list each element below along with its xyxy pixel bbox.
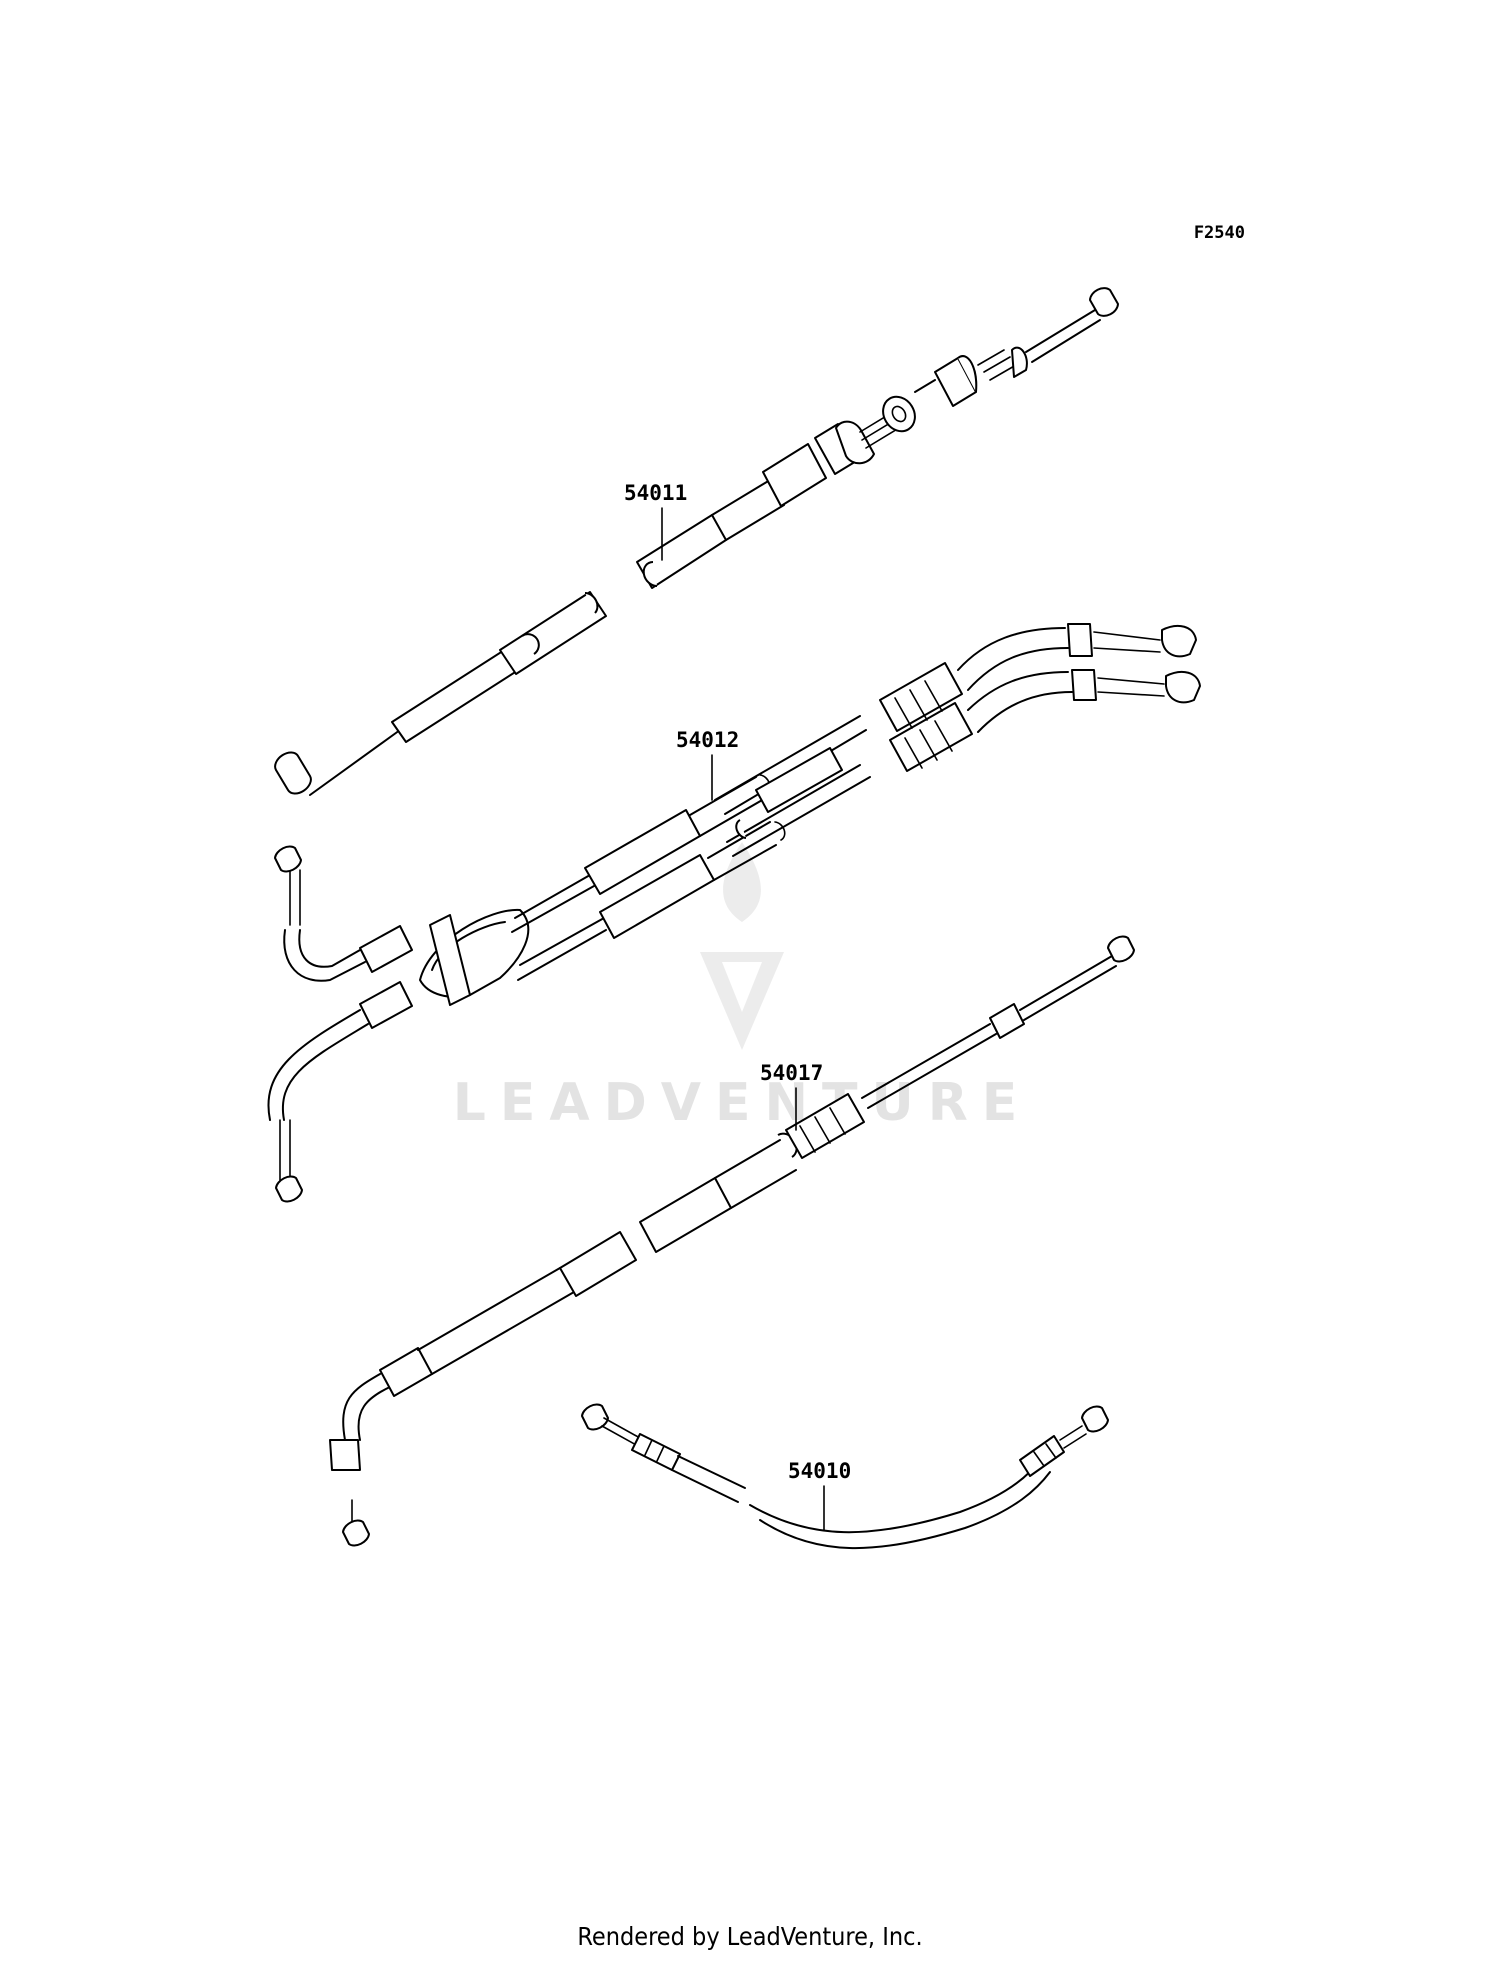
callout-54011: 54011 xyxy=(624,481,687,505)
callout-54010: 54010 xyxy=(788,1459,851,1483)
watermark-text: LEADVENTURE xyxy=(453,1073,1032,1133)
callout-54012: 54012 xyxy=(676,728,739,752)
cable-54010 xyxy=(581,1403,1109,1550)
callout-54017: 54017 xyxy=(760,1061,823,1085)
watermark-logo: LEADVENTURE xyxy=(453,842,1032,1133)
figure-reference: F2540 xyxy=(1194,223,1245,243)
footer-credit: Rendered by LeadVenture, Inc. xyxy=(577,1922,923,1951)
cable-54012 xyxy=(267,623,1201,1203)
cable-54011 xyxy=(274,287,1119,796)
cable-54017 xyxy=(329,935,1135,1547)
